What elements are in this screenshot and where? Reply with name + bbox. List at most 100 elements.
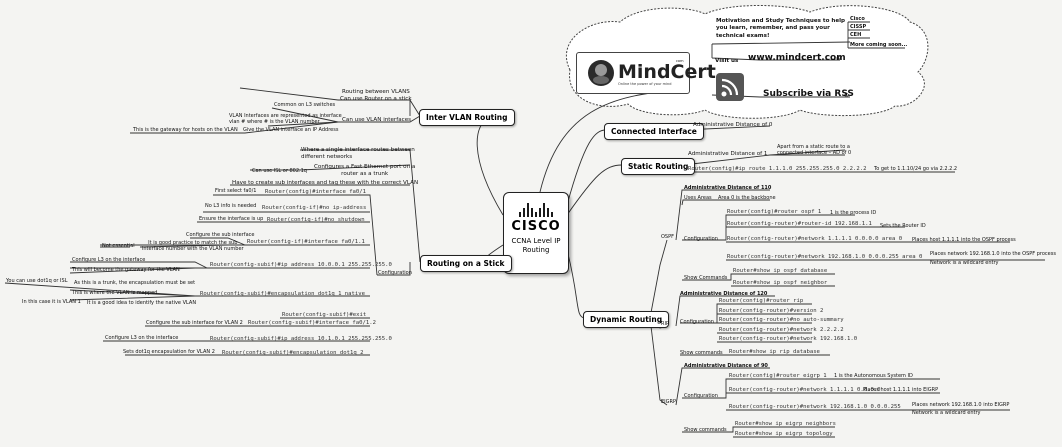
- cmd-show-ospf-nb: Router#show ip ospf neighbor: [733, 280, 828, 286]
- can-use-dot1q: You can use dot1q or ISL: [6, 278, 68, 284]
- eigrp-places-host: Places host 1.1.1.1 into EIGRP: [863, 387, 939, 393]
- cmd-router-id: Router(config-router)#router-id 192.168.…: [727, 221, 872, 227]
- eigrp-label: EIGRP: [661, 399, 676, 405]
- ospf-configuration: Configuration: [684, 236, 718, 242]
- in-this-case-vlan1: In this case it is VLAN 1: [22, 299, 81, 305]
- configure-l3: Configure L3 on the interface: [72, 257, 146, 263]
- configure-sub-interface: Configure the sub interface: [186, 232, 255, 238]
- cmd-encap-2: Router(config-subif)#encapsulation dot1q…: [222, 350, 364, 356]
- configuration-label: Configuration: [378, 270, 412, 276]
- cmd-ip-route: Router(config)#ip route 1.1.1.0 255.255.…: [688, 166, 867, 172]
- not-essential: Not essential: [102, 243, 135, 249]
- url-link-icon[interactable]: ⊕: [836, 55, 842, 62]
- no-l3-info: No L3 info is needed: [205, 203, 257, 209]
- ospf-ad: Administrative Distance of 110: [684, 185, 772, 191]
- ospf-show-commands: Show Commands: [684, 275, 728, 281]
- rss-subscribe-link[interactable]: Subscribe via RSS: [763, 89, 854, 99]
- rip-configuration: Configuration: [680, 319, 714, 325]
- topic-connected-interface[interactable]: Connected Interface: [604, 123, 704, 140]
- where-single-interface: Where a single interface routes between …: [301, 147, 415, 160]
- cmd-exit: Router(config-subif)#exit: [282, 312, 367, 318]
- cmd-interface-fa012: Router(config-subif)#interface fa0/1.2: [248, 320, 376, 326]
- can-use-router-on-stick: Can use Router on a stick: [340, 96, 412, 102]
- cmd-rip-5: Router(config-router)#network 192.168.1.…: [719, 336, 858, 342]
- cmd-rip-1: Router(config)#router rip: [719, 298, 804, 304]
- mindcert-motivation: Motivation and Study Techniques to help …: [716, 18, 846, 39]
- cmd-ospf-network-2: Router(config-router)#network 192.168.1.…: [727, 254, 923, 260]
- cmd-encap-native: Router(config-subif)#encapsulation dot1q…: [200, 291, 366, 297]
- topic-static-routing[interactable]: Static Routing: [621, 158, 696, 175]
- mindcert-head-icon: [588, 60, 614, 86]
- can-use-vlan-interfaces: Can use VLAN interfaces: [342, 117, 412, 123]
- topic-inter-vlan-routing[interactable]: Inter VLAN Routing: [419, 109, 515, 126]
- configures-fast-ethernet: Configures a Fast Ethernet port on a rou…: [314, 164, 416, 177]
- eigrp-show-commands: Show commands: [684, 427, 727, 433]
- cmd-rip-3: Router(config-router)#no auto-summary: [719, 317, 844, 323]
- cmd-no-ip-address: Router(config-if)#no ip-address: [262, 205, 367, 211]
- cert-cisco[interactable]: Cisco: [850, 16, 865, 22]
- central-topic-title: CCNA Level IP Routing: [511, 237, 561, 254]
- common-on-l3-switches: Common on L3 switches: [274, 102, 336, 108]
- configure-sub-vlan2: Configure the sub interface for VLAN 2: [146, 320, 243, 326]
- good-practice-match: It is good practice to match the sub int…: [142, 240, 244, 252]
- ospf-places-network: Places network 192.168.1.0 into the OSPF…: [930, 251, 1056, 257]
- eigrp-places-network: Places network 192.168.1.0 into EIGRP: [912, 402, 1010, 408]
- cert-ceh[interactable]: CEH: [850, 32, 862, 38]
- rss-link-icon[interactable]: ⊕: [844, 92, 850, 99]
- static-to-get: To get to 1.1.10/24 go via 2.2.2.2: [874, 166, 958, 172]
- cisco-logo-text: CISCO: [511, 219, 561, 234]
- eigrp-wildcard: Network is a wildcard entry: [912, 410, 981, 416]
- can-use-isl: Can use ISL or 802.1q: [252, 168, 307, 174]
- rip-label: RIP: [661, 321, 669, 327]
- vlan-mapped: This is where the VLAN is mapped: [72, 290, 158, 296]
- cmd-interface-fa011: Router(config-if)#interface fa0/1.1: [247, 239, 365, 245]
- cmd-eigrp-network-1: Router(config-router)#network 1.1.1.1 0.…: [729, 387, 881, 393]
- visit-label: Visit us: [715, 58, 739, 64]
- cmd-no-shutdown: Router(config-if)#no shutdown: [267, 217, 365, 223]
- eigrp-ad: Administrative Distance of 90: [684, 363, 768, 369]
- connected-ad: Administrative Distance of 0: [693, 122, 773, 128]
- become-gateway: This will become the gateway for the VLA…: [72, 267, 180, 273]
- gateway-for-hosts: This is the gateway for hosts on the VLA…: [133, 127, 238, 133]
- rss-icon-box[interactable]: [716, 73, 744, 101]
- mindcert-tm: com: [676, 59, 684, 63]
- cmd-interface-fa01: Router(config)#interface fa0/1: [265, 189, 367, 195]
- cmd-router-ospf: Router(config)#router ospf 1: [727, 209, 822, 215]
- cert-more: More coming soon...: [850, 42, 908, 48]
- identify-native-vlan: It is a good idea to identify the native…: [87, 300, 197, 306]
- rip-show-commands: Show commands: [680, 350, 723, 356]
- topic-dynamic-routing[interactable]: Dynamic Routing: [583, 311, 670, 328]
- cisco-bars-logo: [504, 203, 568, 217]
- mindcert-tagline: Online the power of your mind: [618, 82, 672, 86]
- static-ad: Administrative Distance of 1: [688, 151, 768, 157]
- cmd-rip-2: Router(config-router)#version 2: [719, 308, 824, 314]
- central-topic[interactable]: CISCO CCNA Level IP Routing: [503, 192, 569, 274]
- first-select-fa01: First select fa0/1: [215, 188, 257, 194]
- ospf-uses-areas: Uses Areas: [684, 195, 712, 201]
- ospf-process-id: 1 is the process ID: [830, 210, 877, 216]
- routing-between-vlans: Routing between VLANS: [342, 89, 410, 95]
- mindcert-url-link[interactable]: www.mindcert.com: [748, 53, 846, 63]
- ospf-label: OSPF: [661, 234, 675, 240]
- cert-cissp[interactable]: CISSP: [850, 24, 867, 30]
- cmd-ip-address-1: Router(config-subif)#ip address 10.0.0.1…: [210, 262, 392, 268]
- eigrp-as-id: 1 is the Autonomous System ID: [834, 373, 913, 379]
- configure-l3-vlan2: Configure L3 on the interface: [105, 335, 179, 341]
- topic-routing-on-a-stick[interactable]: Routing on a Stick: [420, 255, 512, 272]
- ospf-sets-rid: Sets the Router ID: [880, 223, 926, 229]
- ospf-places-host: Places host 1.1.1.1 into the OSPF proces…: [912, 237, 1016, 243]
- static-apart: Apart from a static route to a connected…: [777, 144, 852, 156]
- have-to-create-sub-interfaces: Have to create sub interfaces and tag th…: [232, 180, 419, 186]
- ensure-interface-up: Ensure the interface is up: [199, 216, 264, 222]
- cmd-show-ospf-db: Router#show ip ospf database: [733, 268, 828, 274]
- give-vlan-ip: Give the VLAN interface an IP Address: [243, 127, 339, 133]
- eigrp-configuration: Configuration: [684, 393, 718, 399]
- cmd-eigrp-network-2: Router(config-router)#network 192.168.1.…: [729, 404, 901, 410]
- cmd-show-eigrp-topo: Router#show ip eigrp topology: [735, 431, 833, 437]
- cmd-router-eigrp: Router(config)#router eigrp 1: [729, 373, 827, 379]
- vlan-interfaces-represented: VLAN Interfaces are represented as inter…: [229, 113, 342, 125]
- trunk-encapsulation: As this is a trunk, the encapsulation mu…: [74, 280, 196, 286]
- sets-dot1q-vlan2: Sets dot1q encapsulation for VLAN 2: [123, 349, 215, 355]
- mindcert-wordmark: MindCert: [618, 61, 716, 83]
- cmd-rip-4: Router(config-router)#network 2.2.2.2: [719, 327, 844, 333]
